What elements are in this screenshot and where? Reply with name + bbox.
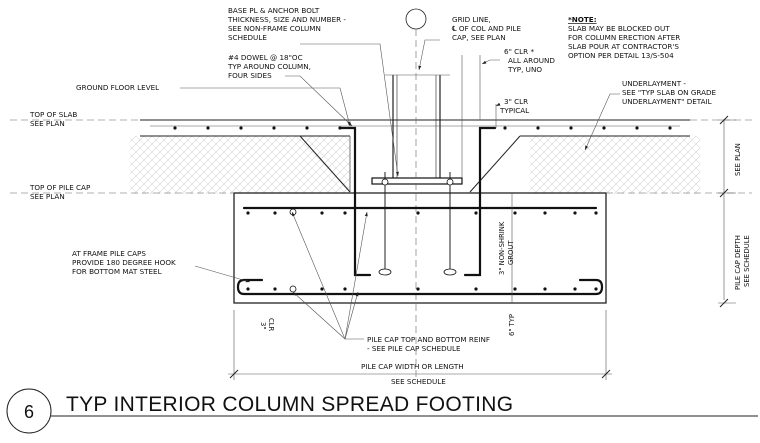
- slab-rebar-dots: [173, 126, 672, 130]
- slab-rebar-dot: [173, 126, 177, 130]
- grid-line: [405, 8, 427, 382]
- pile-cap-rebar-dot: [513, 211, 517, 215]
- pile-cap: [10, 192, 752, 304]
- dowel-rebar: [338, 126, 497, 277]
- pile-cap-rebar-dots: [246, 208, 598, 293]
- pile-cap-rebar-dot: [416, 287, 420, 291]
- detail-title: TYP INTERIOR COLUMN SPREAD FOOTING: [66, 393, 513, 416]
- detail-number: 6: [24, 402, 34, 422]
- steel-column: [371, 74, 463, 185]
- pile-cap-rebar-dot: [474, 287, 478, 291]
- pile-cap-reinf-label: PILE CAP TOP AND BOTTOM REINF- SEE PILE …: [367, 335, 490, 353]
- see-schedule-label: SEE SCHEDULE: [391, 377, 446, 386]
- slab-rebar-dot: [569, 126, 573, 130]
- pile-cap-width-label: PILE CAP WIDTH OR LENGTH: [361, 362, 464, 371]
- pile-cap-reinforcement: [236, 206, 604, 296]
- rebar-callout-circle: [289, 285, 297, 293]
- ground-floor-label: GROUND FLOOR LEVEL: [76, 83, 159, 92]
- pile-cap-rebar-dot: [416, 211, 420, 215]
- anchor-bolts: [378, 172, 457, 276]
- pile-cap-rebar-dot: [543, 211, 547, 215]
- leader-lines: [180, 39, 620, 340]
- pile-cap-rebar-dot: [594, 211, 598, 215]
- slab-rebar-dot: [602, 126, 606, 130]
- typ-6-label: 6" TYP: [508, 314, 516, 336]
- clr-3-bottom-label: 3"CLR: [259, 318, 275, 332]
- slab-rebar-dot: [239, 126, 243, 130]
- pile-cap-rebar-dot: [594, 287, 598, 291]
- pile-cap-rebar-dot: [273, 287, 277, 291]
- slab-rebar-dot: [206, 126, 210, 130]
- slab-rebar-dot: [272, 126, 276, 130]
- slab-on-grade: [10, 119, 752, 137]
- slab-rebar-dot: [635, 126, 639, 130]
- pile-cap-rebar-dot: [273, 211, 277, 215]
- see-plan-vertical-label: SEE PLAN: [734, 143, 742, 176]
- slab-rebar-dot: [536, 126, 540, 130]
- pile-cap-rebar-dot: [543, 287, 547, 291]
- slab-rebar-dot: [305, 126, 309, 130]
- soil-hatching: [130, 136, 700, 194]
- pile-cap-rebar-dot: [474, 211, 478, 215]
- slab-rebar-dot: [668, 126, 672, 130]
- pile-cap-rebar-dot: [246, 287, 250, 291]
- pile-cap-rebar-dot: [320, 211, 324, 215]
- slab-rebar-dot: [338, 126, 342, 130]
- detail-title-block: 6 TYP INTERIOR COLUMN SPREAD FOOTING: [6, 388, 758, 434]
- pile-cap-rebar-dot: [513, 287, 517, 291]
- pile-cap-rebar-dot: [343, 287, 347, 291]
- grout-label: 3" NON-SHRINKGROUT: [498, 221, 515, 275]
- slab-rebar-dot: [503, 126, 507, 130]
- pile-cap-rebar-dot: [343, 211, 347, 215]
- pile-cap-depth-label: PILE CAP DEPTHSEE SCHEDULE: [734, 235, 751, 290]
- dimension-lines: [228, 55, 736, 380]
- pile-cap-rebar-dot: [573, 287, 577, 291]
- pile-cap-rebar-dot: [246, 211, 250, 215]
- pile-cap-rebar-dot: [573, 211, 577, 215]
- note-title: *NOTE:: [568, 15, 597, 24]
- pile-cap-rebar-dot: [320, 287, 324, 291]
